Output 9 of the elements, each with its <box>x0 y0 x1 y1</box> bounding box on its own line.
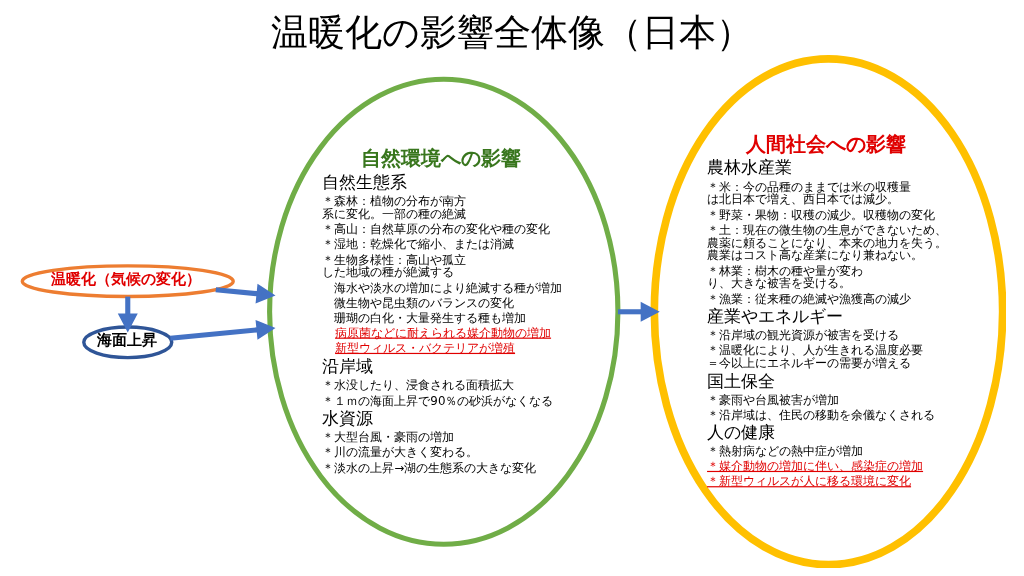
arrow <box>117 296 138 333</box>
arrow <box>169 319 275 341</box>
node-ellipse: 海面上昇 <box>81 325 173 360</box>
diagram-title: 温暖化の影響全体像（日本） <box>271 9 753 54</box>
arrow <box>215 283 275 304</box>
arrow <box>617 301 660 322</box>
node-ellipse: 温暖化（気候の変化） <box>20 264 235 299</box>
node-ellipse: 人間社会への影響 農林水産業 ＊米：今の品種のままでは米の収穫量は北日本で増え、西日本では減少。 ＊野菜・果物：収穫の減少。収穫物の変化 ＊土：現在の微生物の生息ができないため、農薬に頼ることになり、本来の地力を失う。農業はコスト高な産業になり兼ねない。 ＊林業：樹木の種や量が変わり、大きな被害を受ける。 ＊漁業：従来種の絶滅や漁獲高の減少 産業やエネルギー ＊沿岸域の観光資源が被害を受ける ＊温暖化により、人が生きれる温度必要＝今以上にエネルギーの需要が増える 国土保全 ＊豪雨や台風被害が増加 ＊沿岸域は、住民の移動を余儀なくされる 人の健康 ＊熱射病などの熱中症が増加 ＊媒介動物の増加に伴い、感染症の増加 ＊新型ウィルスが人に移る環境に変化 <box>650 55 1006 568</box>
node-ellipse: 自然環境への影響 自然生態系 ＊森林：植物の分布が南方系に変化。一部の種の絶滅 ＊高山：自然草原の分布の変化や種の変化 ＊湿地：乾燥化で縮小、または消滅 ＊生物多様性：高山や孤立した地域の種が絶滅する 海水や淡水の増加により絶滅する種が増加 微生物や昆虫類のバランスの変化 珊瑚の白化・大量発生する種も増加 病原菌などに耐えられる媒介動物の増加 新型ウィルス・バクテリアが増殖 沿岸域 ＊水没したり、浸食される面積拡大 ＊１ｍの海面上昇で90％の砂浜がなくなる 水資源 ＊大型台風・豪雨の増加 ＊川の流量が大きく変わる。 ＊淡水の上昇→湖の生態系の大きな変化 <box>266 76 620 547</box>
